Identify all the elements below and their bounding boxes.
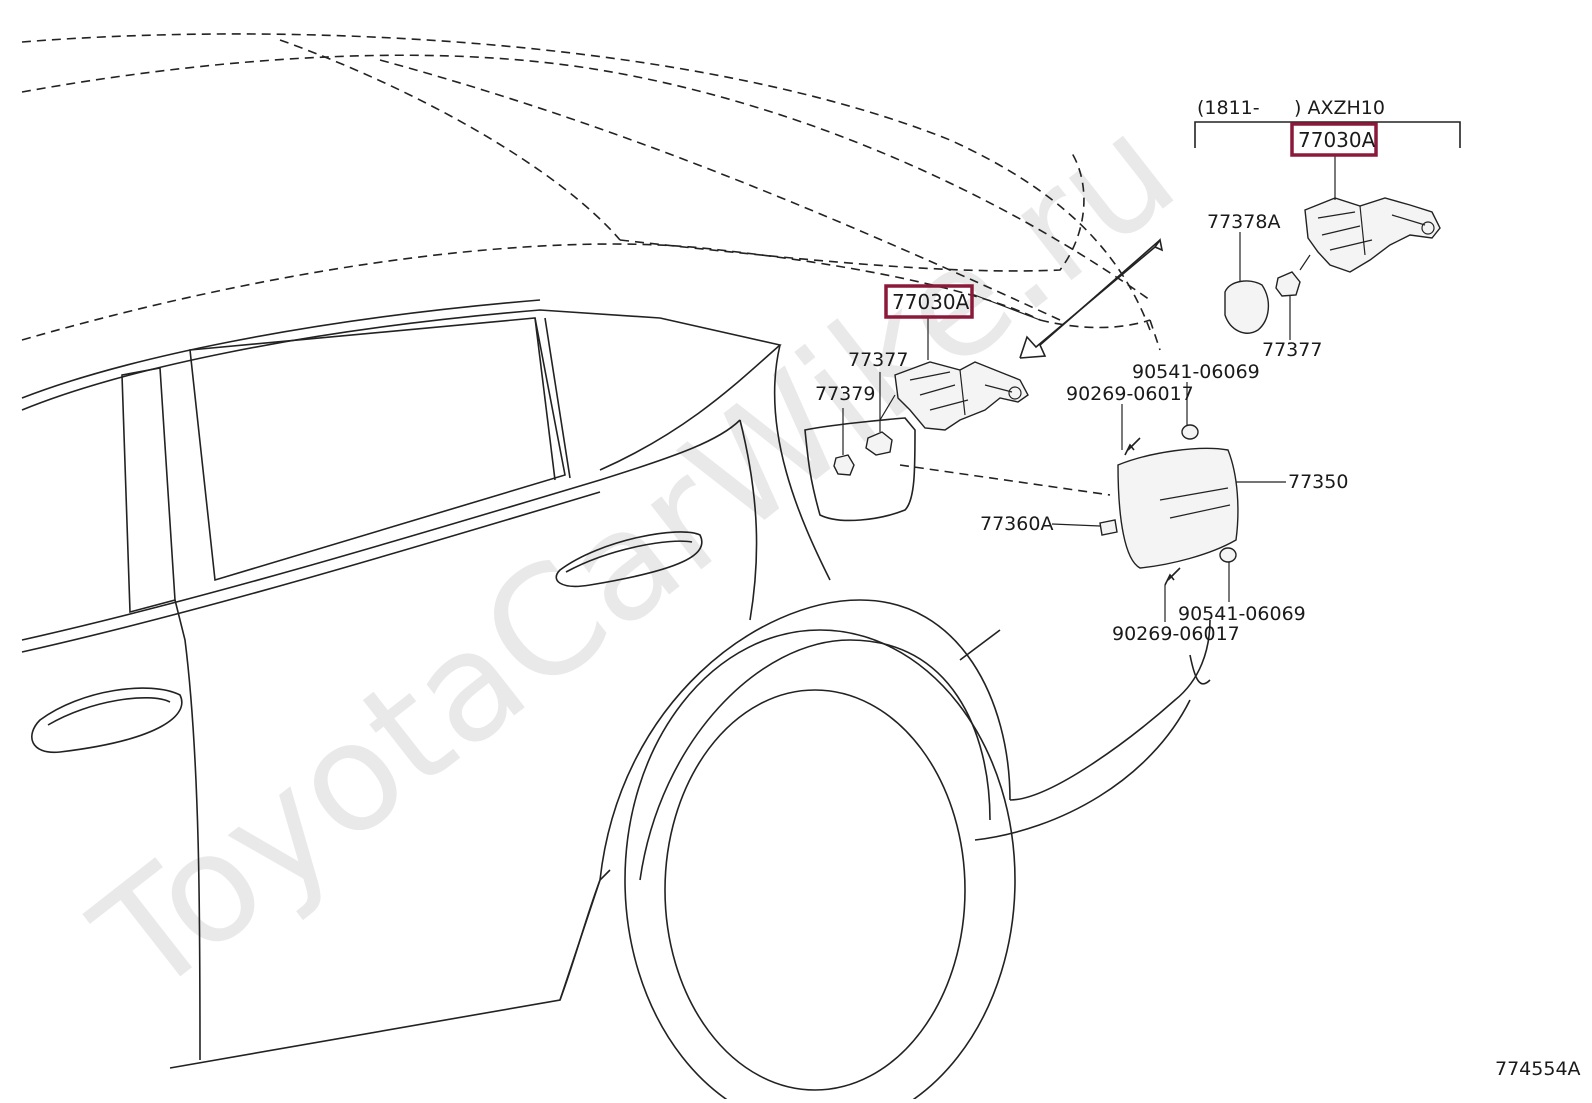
label-90269-06017-lower[interactable]: 90269-06017 — [1112, 623, 1240, 645]
fuel-lid-lock-actuator-main — [879, 361, 1029, 431]
label-77030A-main[interactable]: 77030A — [892, 290, 970, 314]
label-90269-06017-upper[interactable]: 90269-06017 — [1066, 383, 1194, 405]
label-90541-06069-upper[interactable]: 90541-06069 — [1132, 361, 1260, 383]
cushion-77377-main — [865, 431, 893, 456]
fuel-lid-77350 — [1117, 447, 1239, 569]
spring-77360A — [1099, 519, 1118, 536]
cushion-77377-variant — [1275, 271, 1301, 297]
variant-model-label: ) AXZH10 — [1294, 97, 1385, 119]
variant-bracket — [1194, 121, 1461, 148]
watermark: ToyotaCarWike.ru — [64, 83, 1206, 1029]
lock-cover-77378A — [1224, 280, 1269, 334]
fuel-lid-housing — [804, 417, 1111, 522]
label-77377-variant[interactable]: 77377 — [1262, 339, 1322, 361]
leader-lines — [842, 155, 1336, 622]
label-77379[interactable]: 77379 — [815, 383, 875, 405]
labels: (1811- ) AXZH10 77030A 77030A 77378A 773… — [815, 97, 1581, 1080]
fuel-lid-lock-actuator-variant — [1299, 197, 1441, 273]
label-77377-main[interactable]: 77377 — [848, 349, 908, 371]
bumper-stop-upper — [1181, 424, 1199, 440]
screw-upper — [1124, 437, 1141, 456]
clip-77379 — [833, 454, 855, 476]
label-90541-06069-lower[interactable]: 90541-06069 — [1178, 603, 1306, 625]
bumper-stop-lower — [1219, 547, 1237, 563]
label-77350[interactable]: 77350 — [1288, 471, 1348, 493]
car-body-outline — [21, 33, 1211, 1103]
variant-date-label: (1811- — [1197, 97, 1260, 119]
highlight-box-77030A-variant — [1290, 122, 1378, 157]
label-77360A[interactable]: 77360A — [980, 513, 1053, 535]
screw-lower — [1164, 567, 1181, 586]
label-77030A-variant[interactable]: 77030A — [1298, 128, 1376, 152]
label-77378A[interactable]: 77378A — [1207, 211, 1280, 233]
highlight-box-77030A-main — [884, 284, 974, 319]
diagram-code: 774554A — [1495, 1058, 1581, 1080]
